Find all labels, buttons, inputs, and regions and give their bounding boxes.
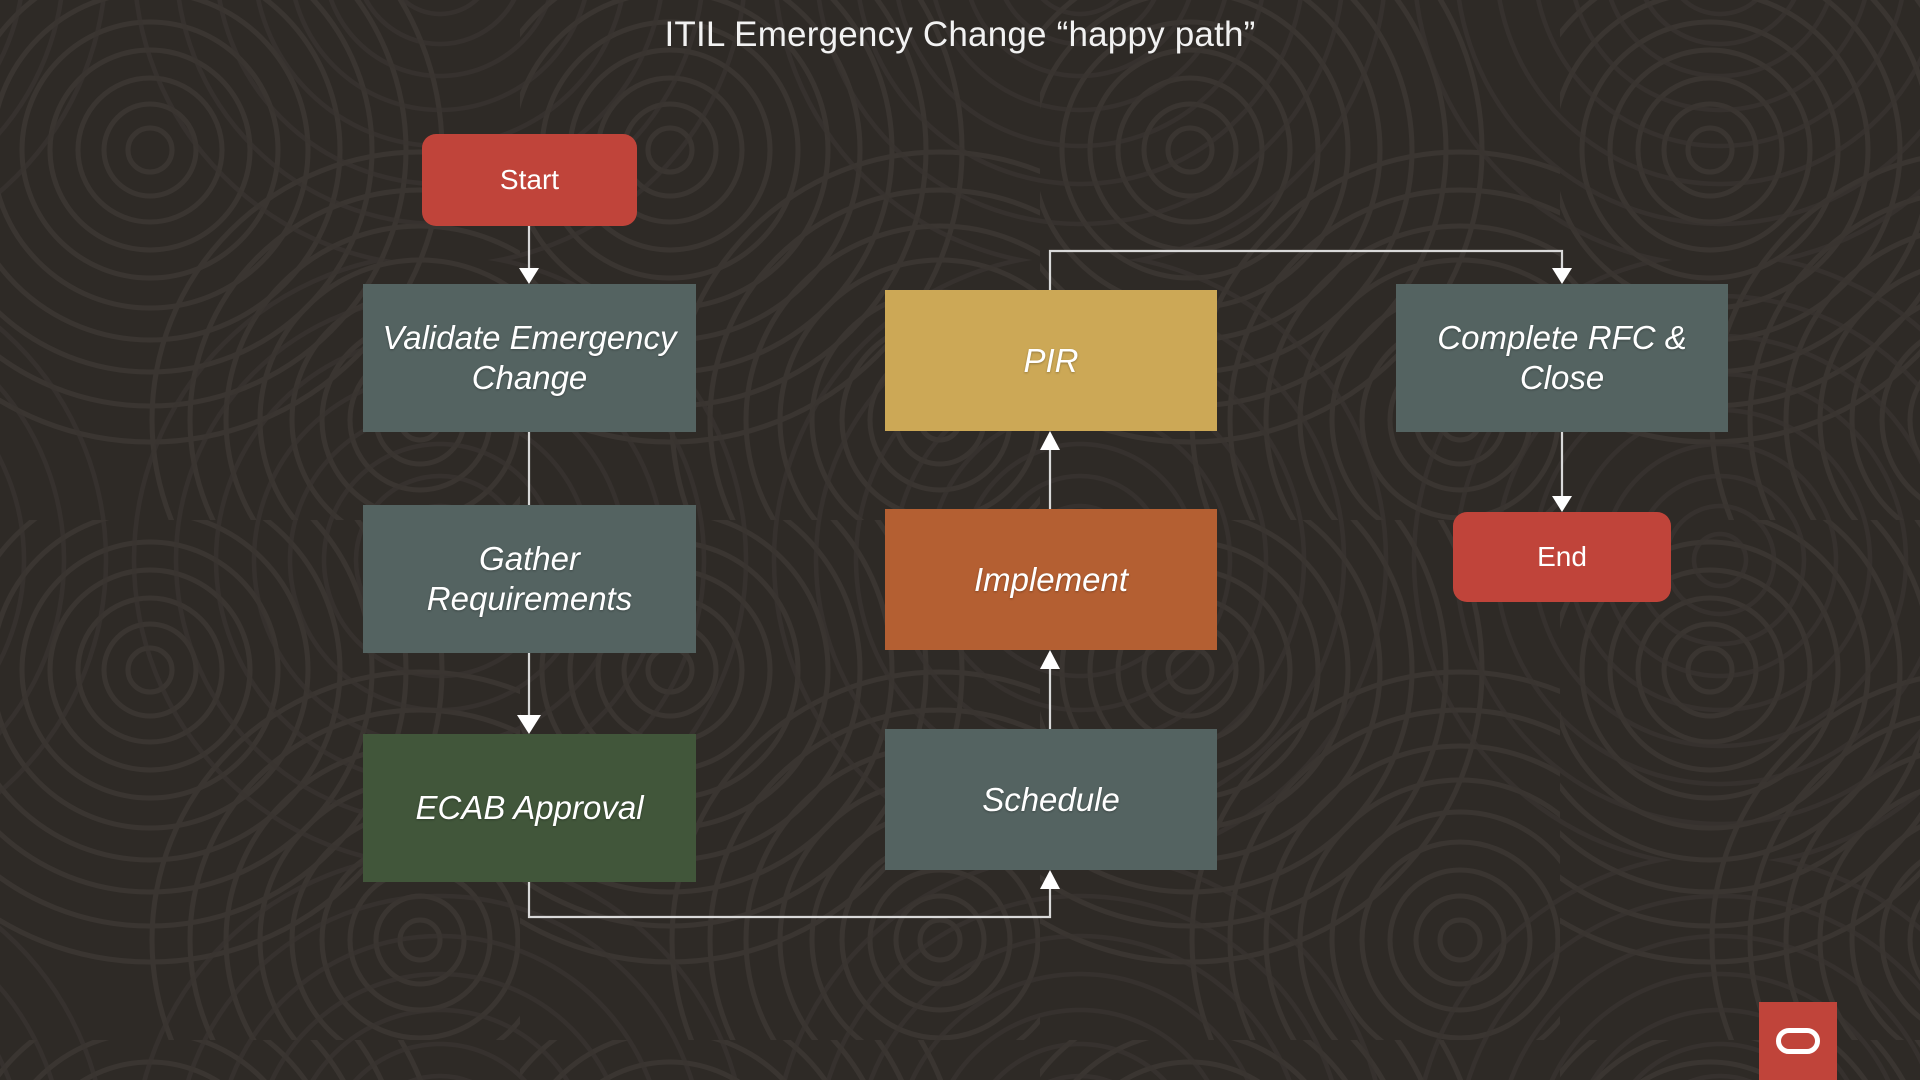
node-gather-label: Gather Requirements [426, 540, 633, 617]
node-end[interactable]: End [1453, 512, 1671, 602]
node-complete-rfc-label: Complete RFC & Close [1437, 319, 1687, 396]
oracle-logo [1759, 1002, 1837, 1080]
slide-title: ITIL Emergency Change “happy path” [664, 15, 1256, 54]
node-complete-rfc-and-close[interactable]: Complete RFC & Close [1396, 284, 1728, 432]
node-gather-requirements[interactable]: Gather Requirements [363, 505, 696, 653]
node-start[interactable]: Start [422, 134, 637, 226]
node-implement[interactable]: Implement [885, 509, 1217, 650]
node-end-label: End [1537, 541, 1587, 572]
node-validate-emergency-change[interactable]: Validate Emergency Change [363, 284, 696, 432]
node-ecab-approval[interactable]: ECAB Approval [363, 734, 696, 882]
node-schedule-label: Schedule [982, 780, 1120, 818]
node-validate-label: Validate Emergency Change [382, 319, 677, 396]
node-pir[interactable]: PIR [885, 290, 1217, 431]
node-pir-label: PIR [1023, 341, 1079, 379]
node-start-label: Start [499, 164, 560, 195]
node-implement-label: Implement [973, 560, 1129, 598]
node-schedule[interactable]: Schedule [885, 729, 1217, 870]
node-ecab-label: ECAB Approval [415, 789, 644, 826]
oracle-o-icon [1776, 1028, 1820, 1054]
